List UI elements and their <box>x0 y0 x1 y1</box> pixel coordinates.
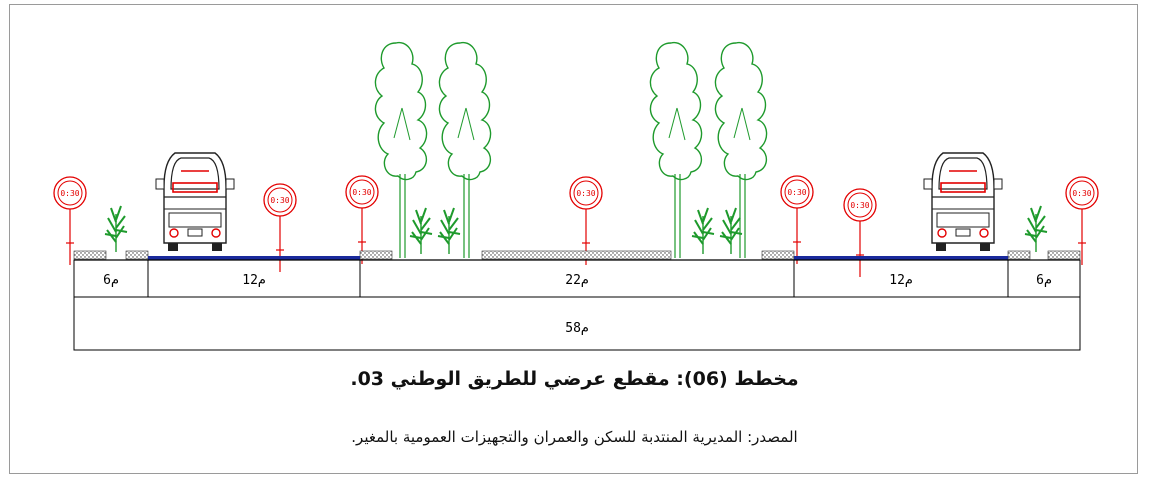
dim-sidewalk-right: 6م <box>1036 273 1052 288</box>
dim-total: 58م <box>565 321 589 336</box>
sign-label: 0:30 <box>576 189 595 198</box>
sign-label: 0:30 <box>60 189 79 198</box>
sign-label: 0:30 <box>787 188 806 197</box>
dimension-labels: 6م 12م 22م 12م 6م 58م <box>103 273 1052 336</box>
road-surface <box>73 250 1081 261</box>
dim-lane-right: 12م <box>889 273 913 288</box>
sign-label: 0:30 <box>1072 189 1091 198</box>
diagram-title: مخطط (06): مقطع عرضي للطريق الوطني 03. <box>350 368 799 390</box>
speed-sign-labels: 0:30 0:30 0:30 0:30 0:30 0:30 0:30 <box>60 188 1091 210</box>
sign-label: 0:30 <box>850 201 869 210</box>
dim-lane-left: 12م <box>242 273 266 288</box>
dim-sidewalk-left: 6م <box>103 273 119 288</box>
sign-label: 0:30 <box>270 196 289 205</box>
dimension-table <box>73 259 1081 351</box>
dim-median: 22م <box>565 273 589 288</box>
shrubs <box>104 205 1048 255</box>
diagram-source: المصدر: المديرية المنتدبة للسكن والعمران… <box>351 428 798 446</box>
sign-label: 0:30 <box>352 188 371 197</box>
trees <box>374 41 768 259</box>
